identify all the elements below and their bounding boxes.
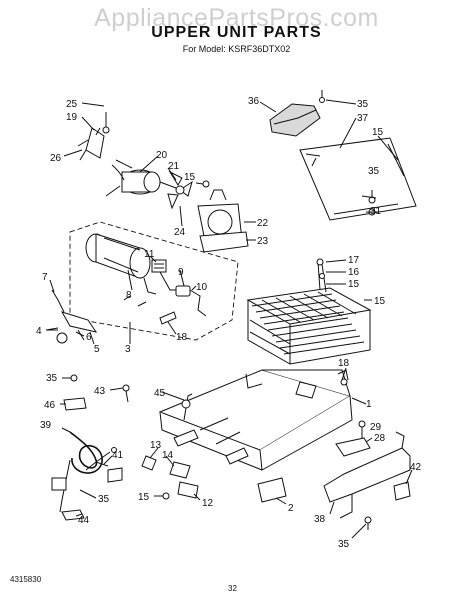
callout-25: 22	[257, 218, 269, 229]
wiring-harness	[51, 374, 130, 521]
base-pan	[158, 369, 353, 471]
diagram-title: UPPER UNIT PARTS	[151, 24, 322, 41]
callout-35-cover: 35	[368, 166, 380, 177]
callout-10: 10	[196, 282, 208, 293]
callout-35-top: 35	[357, 99, 369, 110]
callout-30: 28	[374, 433, 386, 444]
callout-15-bottom: 15	[138, 492, 150, 503]
callout-19: 17	[348, 255, 360, 266]
model-subtitle: For Model: KSRF36DTX02	[182, 44, 291, 54]
callout-17: 15	[348, 279, 360, 290]
callout-18: 16	[348, 267, 360, 278]
callout-8: 8	[126, 290, 132, 301]
callout-35-bottom: 35	[338, 539, 350, 550]
callout-37: 37	[357, 113, 369, 124]
callout-1: 1	[366, 399, 372, 410]
callout-36: 36	[248, 96, 260, 107]
fan-motor-assembly	[77, 112, 249, 253]
callout-43: 43	[94, 386, 106, 397]
callout-38: 38	[314, 514, 326, 525]
callout-35-left-a: 35	[46, 373, 58, 384]
callout-9: 9	[178, 267, 184, 278]
callout-11: 11	[144, 249, 155, 260]
callout-3: 3	[125, 344, 131, 355]
callout-31: 29	[370, 422, 382, 433]
callout-20: 18	[338, 358, 350, 369]
callout-44: 44	[78, 515, 90, 526]
callout-35-left-b: 35	[98, 494, 110, 505]
callout-39: 39	[40, 420, 52, 431]
callout-23: 20	[156, 150, 168, 161]
callout-22: 19	[66, 112, 78, 123]
watermark: AppliancePartsPros.com	[94, 4, 379, 32]
callout-5: 5	[94, 344, 100, 355]
callout-42: 42	[410, 462, 422, 473]
side-bracket	[323, 420, 411, 530]
callout-4: 4	[36, 326, 42, 337]
callout-12: 12	[202, 498, 214, 509]
callout-28: 25	[66, 99, 78, 110]
callouts: 25 19 26 20 21 15 24 22 23 36 35 37 15 3…	[36, 96, 422, 550]
callout-45: 45	[154, 388, 166, 399]
evaporator-coil	[246, 258, 372, 365]
callout-15-motor: 15	[184, 172, 196, 183]
callout-46: 46	[44, 400, 56, 411]
callout-15-cover: 15	[372, 127, 384, 138]
callout-27: 26	[50, 153, 62, 164]
callout-7: 7	[42, 272, 48, 283]
callout-26: 23	[257, 236, 269, 247]
page-number: 32	[228, 584, 237, 593]
callout-13: 13	[150, 440, 162, 451]
callout-24: 21	[168, 161, 180, 172]
callout-14: 14	[162, 450, 174, 461]
callout-2: 2	[288, 503, 294, 514]
callout-33: 31	[370, 206, 382, 217]
callout-21: 18	[176, 332, 188, 343]
small-parts	[141, 455, 287, 503]
callout-41: 41	[112, 450, 124, 461]
top-cover	[269, 90, 417, 221]
callout-16: 15	[374, 296, 386, 307]
callout-29: 24	[174, 227, 186, 238]
callout-6: 6	[86, 332, 92, 343]
part-number-footer: 4315830	[10, 575, 42, 584]
